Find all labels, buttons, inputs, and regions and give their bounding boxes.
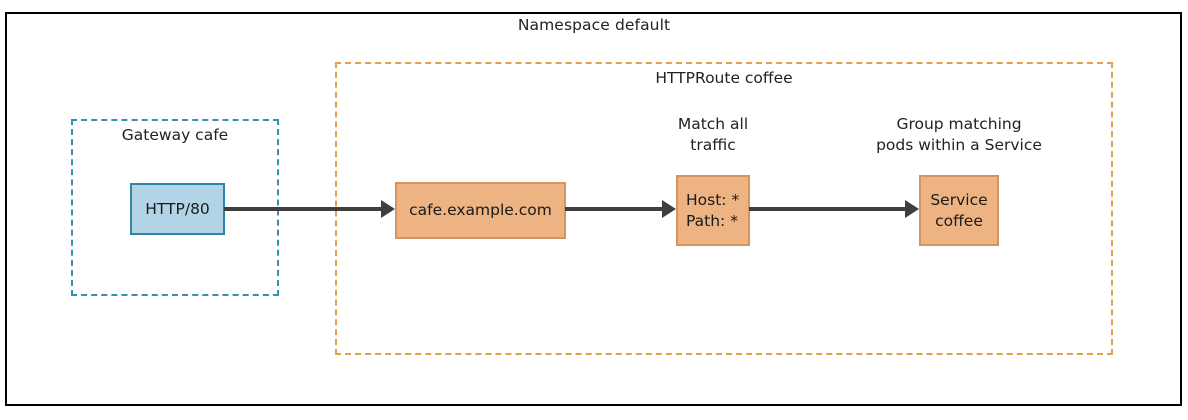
- hostname-node: cafe.example.com: [395, 182, 566, 239]
- match-path-line: Path: *: [686, 211, 738, 230]
- arrow-hostname-to-match: [565, 200, 676, 218]
- namespace-boundary: [5, 12, 1182, 406]
- match-caption-line-2: traffic: [690, 135, 736, 154]
- gateway-listener-label: HTTP/80: [145, 199, 210, 218]
- gateway-listener-node: HTTP/80: [130, 183, 225, 235]
- service-caption-line-2: pods within a Service: [876, 135, 1042, 154]
- service-caption: Group matching pods within a Service: [849, 114, 1069, 156]
- match-caption-line-1: Match all: [677, 115, 749, 133]
- match-host-line: Host: *: [686, 190, 740, 209]
- hostname-label: cafe.example.com: [409, 201, 552, 220]
- service-node: Service coffee: [919, 175, 999, 246]
- service-node-line-1: Service: [930, 190, 988, 209]
- namespace-label: Namespace default: [517, 16, 671, 34]
- service-caption-line-1: Group matching: [896, 115, 1022, 133]
- arrow-match-to-service: [749, 200, 919, 218]
- match-caption: Match all traffic: [638, 114, 788, 156]
- gateway-label: Gateway cafe: [121, 126, 229, 144]
- match-node: Host: * Path: *: [676, 175, 750, 246]
- arrow-listener-to-hostname: [224, 200, 395, 218]
- service-node-line-2: coffee: [935, 211, 983, 230]
- httproute-label: HTTPRoute coffee: [655, 69, 793, 87]
